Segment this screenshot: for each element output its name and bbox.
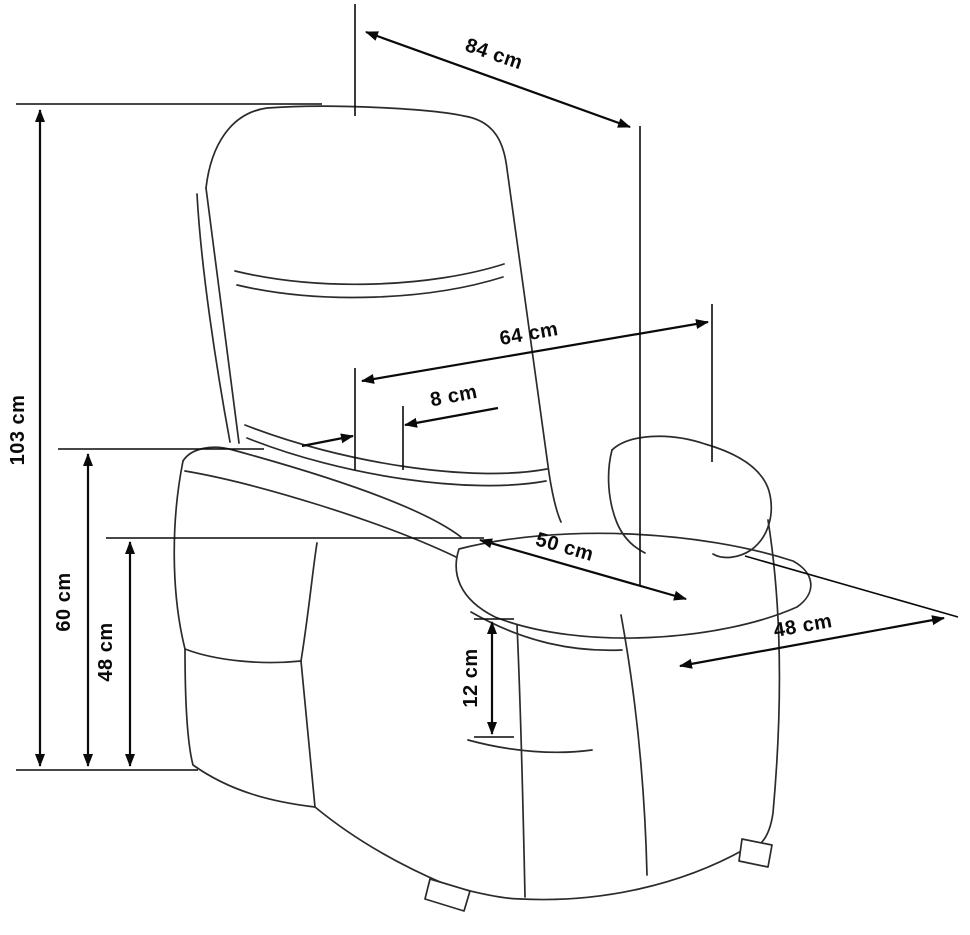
recliner-outline bbox=[173, 105, 812, 912]
dim-arrow-48-right bbox=[679, 615, 945, 669]
dim-arrow-64 bbox=[361, 319, 709, 384]
right-arm-outer bbox=[611, 435, 773, 559]
dim-seat-height: 48 cm bbox=[95, 537, 484, 767]
dim-label-48cm-height: 48 cm bbox=[95, 622, 117, 681]
backrest-outline bbox=[205, 105, 562, 523]
dim-back-diagonal: 84 cm bbox=[354, 4, 641, 586]
dim-label-12cm: 12 cm bbox=[460, 648, 482, 707]
backrest-side-line bbox=[196, 193, 231, 443]
backrest-left-edge bbox=[205, 187, 240, 444]
dim-footrest-height: 12 cm bbox=[460, 618, 514, 738]
dim-label-84cm: 84 cm bbox=[462, 34, 525, 74]
base-bottom-right bbox=[520, 848, 746, 901]
dim-arm-height: 60 cm bbox=[53, 448, 264, 767]
left-side-skirt bbox=[184, 648, 316, 808]
dim-seat-width: 48 cm bbox=[679, 555, 959, 669]
dim-arrow-84 bbox=[365, 30, 631, 129]
left-arm-bottom bbox=[184, 648, 302, 664]
lumbar-seam-piping bbox=[246, 437, 547, 487]
headrest-seam-piping bbox=[236, 276, 504, 299]
dim-arrow-8-right bbox=[404, 406, 499, 428]
dim-label-48cm-seat: 48 cm bbox=[772, 610, 834, 642]
footrest-lip bbox=[467, 739, 593, 754]
left-arm-front-edge bbox=[300, 542, 318, 662]
dim-label-8cm: 8 cm bbox=[428, 381, 479, 412]
front-foot bbox=[424, 878, 471, 912]
right-base-edge bbox=[760, 519, 781, 844]
lumbar-seam bbox=[244, 424, 548, 475]
footrest-right-edge bbox=[516, 624, 526, 898]
dim-gap: 8 cm bbox=[301, 381, 499, 470]
dim-label-60cm: 60 cm bbox=[53, 572, 75, 631]
left-arm-top bbox=[182, 446, 462, 538]
footrest-panel-seam bbox=[620, 614, 648, 876]
left-arm-outer bbox=[173, 460, 186, 650]
right-foot bbox=[738, 838, 773, 868]
dim-ext-48-right bbox=[744, 555, 959, 618]
dim-label-64cm: 64 cm bbox=[498, 318, 560, 350]
left-arm-top-inner bbox=[184, 470, 457, 558]
dim-back-width: 64 cm bbox=[354, 304, 713, 470]
dim-total-height: 103 cm bbox=[7, 103, 322, 771]
footrest-left-edge bbox=[300, 660, 316, 808]
dim-arrow-8-left bbox=[301, 433, 354, 448]
dim-label-103cm: 103 cm bbox=[7, 395, 29, 466]
dim-arrow-50 bbox=[479, 538, 687, 601]
footrest-bottom bbox=[314, 806, 448, 886]
headrest-seam bbox=[234, 263, 505, 286]
seat-cushion bbox=[455, 532, 812, 639]
